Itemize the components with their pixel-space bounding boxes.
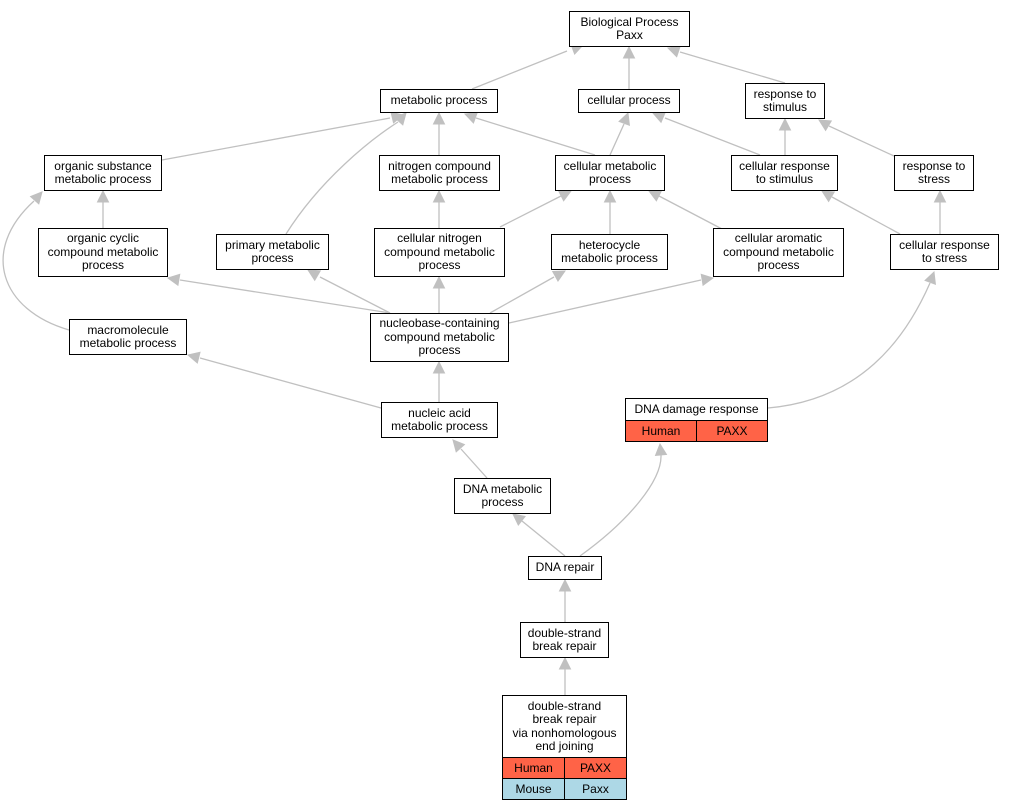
edge-orgsub-to-metabolic	[161, 117, 391, 161]
gene-cell: PAXX	[696, 421, 767, 441]
edge-cellstress-to-stress-arrowhead	[933, 189, 947, 203]
edge-macro-to-orgsub-arrowhead	[29, 191, 43, 205]
edge-nucleobase-to-heterocycle	[489, 276, 555, 314]
node-cellular-aromatic-compound-metabolic-process: cellular aromatic compound metabolic pro…	[713, 228, 844, 277]
edge-cellular-to-bp-arrowhead	[622, 45, 636, 59]
node-response-to-stress: response to stress	[894, 155, 974, 191]
annotation-row-mouse: Mouse Paxx	[503, 778, 626, 799]
edge-primary-to-metabolic-arrowhead	[393, 112, 407, 126]
edge-heterocycle-to-cellmet-arrowhead	[603, 189, 617, 203]
edge-nucleic-to-macro-arrowhead	[186, 351, 201, 364]
edge-dnarepair-to-dnadamage-arrowhead	[654, 442, 668, 457]
annotation-row-human: Human PAXX	[626, 420, 767, 441]
node-double-strand-break-repair: double-strand break repair	[520, 622, 609, 658]
node-cellular-response-to-stimulus: cellular response to stimulus	[731, 155, 838, 191]
node-cellular-response-to-stress: cellular response to stress	[890, 234, 999, 270]
edge-dnamet-to-nucleic	[460, 448, 488, 479]
node-macromolecule-metabolic-process: macromolecule metabolic process	[69, 319, 187, 355]
edge-nucleobase-to-aromatic	[508, 279, 702, 324]
edge-aromatic-to-cellmet	[658, 195, 723, 230]
edge-dnarepair-to-dnamet	[521, 520, 566, 557]
edge-macro-to-orgsub	[2, 200, 70, 331]
species-cell: Human	[514, 761, 553, 775]
node-cellular-process: cellular process	[578, 89, 680, 113]
edge-cellmet-to-metabolic	[475, 117, 596, 156]
node-biological-process: Biological Process Paxx	[569, 11, 690, 47]
edge-stress-to-stimulus	[828, 125, 895, 157]
edge-dsb-to-dnarepair-arrowhead	[558, 578, 572, 592]
edge-dnarepair-to-dnamet-arrowhead	[512, 513, 526, 527]
node-nucleic-acid-metabolic-process: nucleic acid metabolic process	[381, 402, 498, 438]
edge-nucleobase-to-heterocycle-arrowhead	[551, 270, 566, 283]
edge-cellrespstim-to-cellular-arrowhead	[651, 111, 667, 124]
edge-dnarepair-to-dnadamage	[579, 454, 662, 557]
node-primary-metabolic-process: primary metabolic process	[216, 234, 329, 270]
edge-cellnitrogen-to-nitrogen-arrowhead	[432, 189, 446, 203]
edge-nucleobase-to-aromatic-arrowhead	[700, 273, 715, 287]
edge-dnadamage-to-cellstress-arrowhead	[924, 270, 936, 285]
edge-cellstress-to-cellrespstim	[831, 196, 901, 235]
node-nitrogen-compound-metabolic-process: nitrogen compound metabolic process	[379, 155, 500, 191]
edge-cellnitrogen-to-cellmet	[499, 195, 562, 228]
node-double-strand-break-repair-nhej: double-strand break repair via nonhomolo…	[502, 695, 627, 800]
edge-primary-to-metabolic	[285, 121, 399, 235]
node-dna-damage-response: DNA damage response Human PAXX	[625, 398, 768, 442]
node-cellular-nitrogen-compound-metabolic-process: cellular nitrogen compound metabolic pro…	[374, 228, 505, 277]
record-title: double-strand break repair via nonhomolo…	[512, 698, 617, 753]
edge-nucleic-to-nucleobase-arrowhead	[432, 360, 446, 374]
record-title: DNA damage response	[634, 401, 759, 416]
node-response-to-stimulus: response to stimulus	[745, 83, 825, 119]
node-dna-repair: DNA repair	[528, 556, 602, 580]
annotation-row-human: Human PAXX	[503, 757, 626, 778]
edge-nucleobase-to-primary-arrowhead	[307, 269, 322, 282]
edge-nucleobase-to-orgcyclic	[179, 279, 391, 314]
node-nucleobase-containing-compound-metabolic-process: nucleobase-containing compound metabolic…	[370, 313, 509, 362]
node-heterocycle-metabolic-process: heterocycle metabolic process	[551, 234, 668, 270]
edge-dnadamage-to-cellstress	[767, 282, 931, 409]
edge-cellmet-to-metabolic-arrowhead	[463, 112, 478, 124]
node-organic-cyclic-compound-metabolic-process: organic cyclic compound metabolic proces…	[38, 228, 168, 277]
node-dna-metabolic-process: DNA metabolic process	[454, 478, 551, 514]
edge-orgcyclic-to-orgsub-arrowhead	[96, 189, 110, 203]
edge-cellrespstim-to-cellular	[664, 117, 761, 156]
edge-nucleic-to-macro	[199, 357, 382, 409]
edge-nucleobase-to-orgcyclic-arrowhead	[166, 273, 181, 287]
edge-cellrespstim-to-stimulus-arrowhead	[778, 117, 792, 131]
edge-cellmet-to-cellular	[609, 123, 625, 156]
edge-cellnitrogen-to-cellmet-arrowhead	[557, 190, 573, 202]
edge-nhej-to-dsb-arrowhead	[558, 656, 572, 670]
edge-stress-to-stimulus-arrowhead	[818, 119, 833, 132]
edge-cellstress-to-cellrespstim-arrowhead	[821, 190, 836, 203]
edge-cellmet-to-cellular-arrowhead	[618, 111, 630, 126]
edge-nitrogen-to-metabolic-arrowhead	[432, 111, 446, 125]
edge-dnamet-to-nucleic-arrowhead	[452, 439, 466, 453]
edge-metabolic-to-bp	[471, 50, 568, 90]
node-organic-substance-metabolic-process: organic substance metabolic process	[44, 155, 162, 191]
edge-stimulus-to-bp	[679, 51, 786, 84]
gene-cell: Paxx	[564, 779, 626, 799]
node-metabolic-process: metabolic process	[380, 89, 498, 113]
edge-nucleobase-to-cellnitrogen-arrowhead	[432, 275, 446, 289]
species-cell: Human	[641, 424, 681, 438]
gene-cell: PAXX	[564, 758, 626, 778]
edge-aromatic-to-cellmet-arrowhead	[647, 190, 663, 202]
species-cell: Mouse	[515, 782, 552, 796]
edge-stimulus-to-bp-arrowhead	[666, 45, 681, 58]
node-cellular-metabolic-process: cellular metabolic process	[555, 155, 665, 191]
edge-nucleobase-to-primary	[319, 276, 391, 314]
